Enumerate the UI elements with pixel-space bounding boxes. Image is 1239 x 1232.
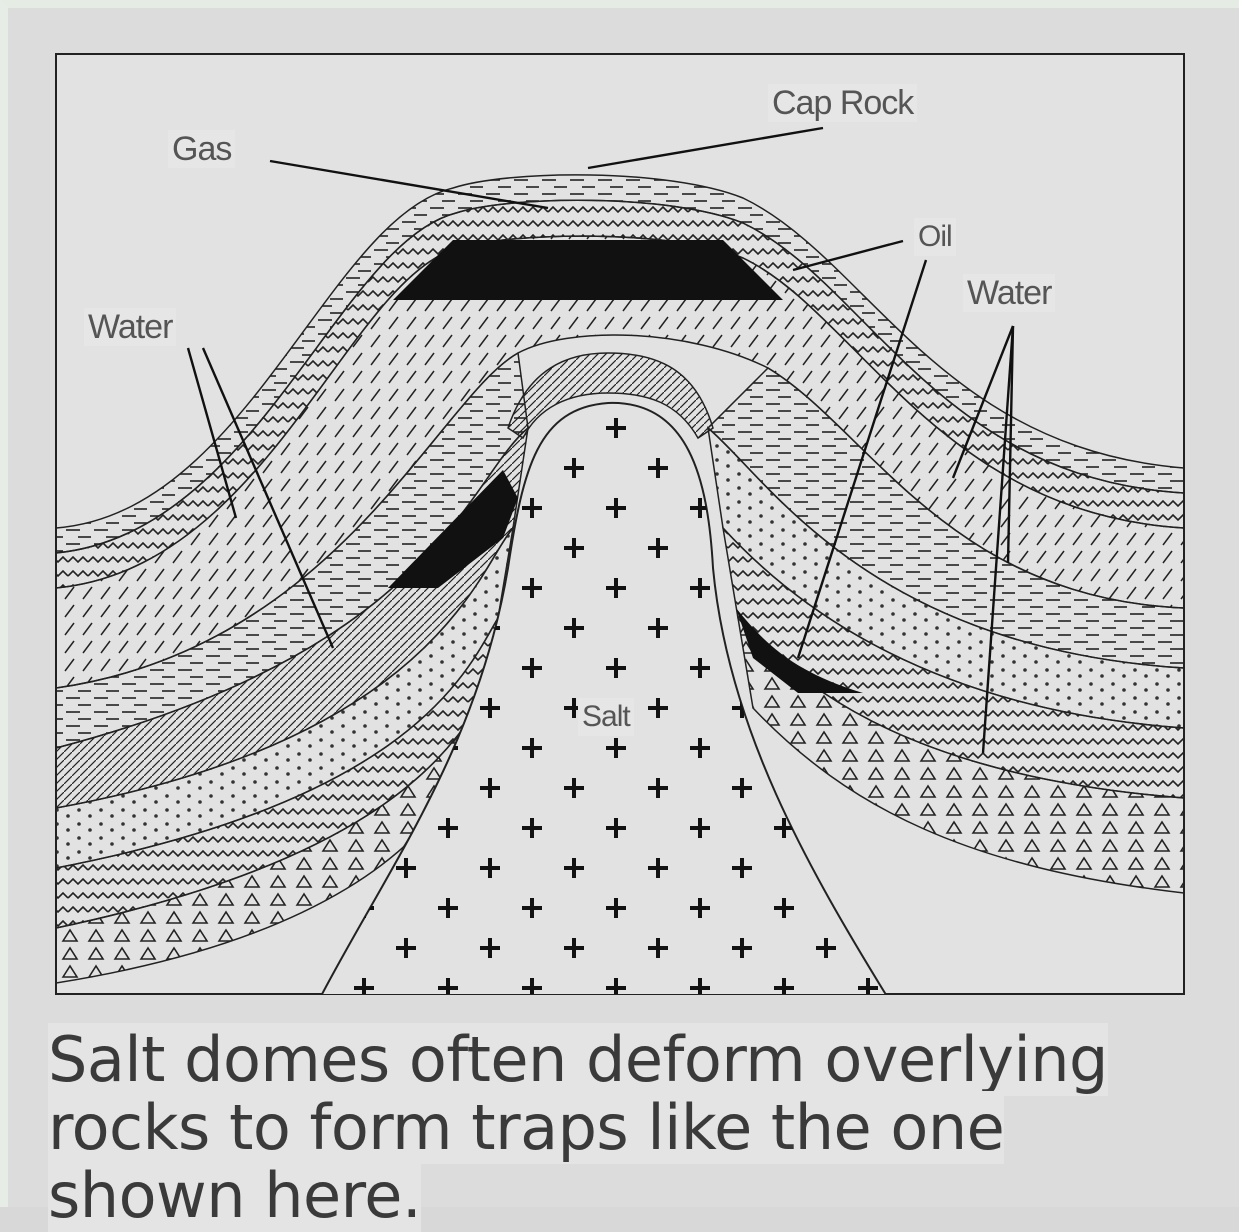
caption-line-1: Salt domes often deform overlying bbox=[48, 1023, 1108, 1096]
figure-caption: Salt domes often deform overlying rocks … bbox=[48, 1026, 1198, 1230]
oil-label: Oil bbox=[914, 218, 956, 256]
cap-rock-label: Cap Rock bbox=[768, 84, 917, 122]
water-left-label: Water bbox=[84, 308, 176, 346]
water-right-label: Water bbox=[963, 274, 1055, 312]
salt-label: Salt bbox=[578, 698, 634, 736]
figure-frame: Cap Rock Gas Oil Water Water Salt Salt d… bbox=[0, 0, 1239, 1207]
oil-trap-crest bbox=[393, 240, 783, 300]
caption-line-3: shown here. bbox=[48, 1159, 421, 1232]
caption-line-2: rocks to form traps like the one bbox=[48, 1091, 1004, 1164]
gas-label: Gas bbox=[168, 130, 235, 168]
